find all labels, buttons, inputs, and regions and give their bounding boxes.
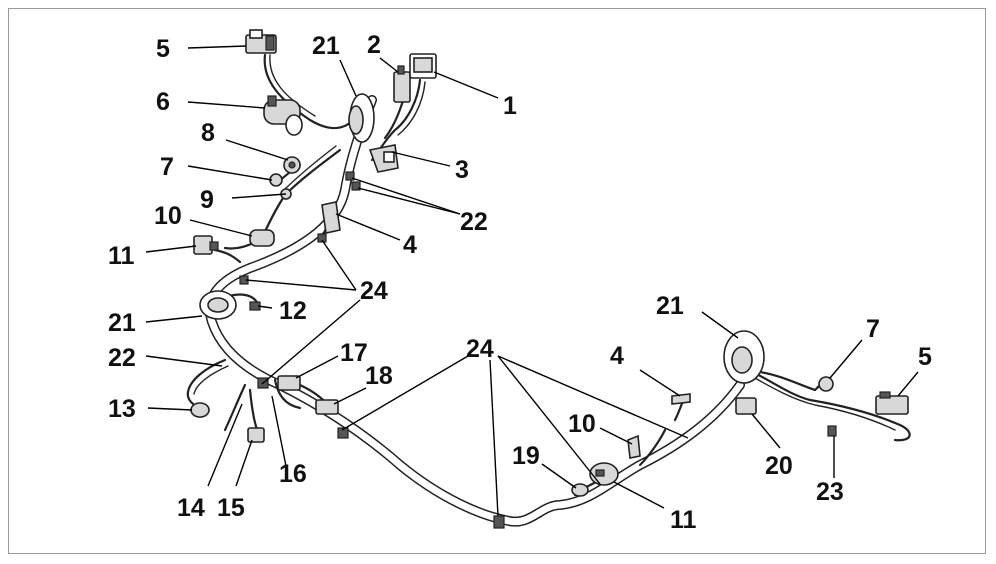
callout-6: 6 (156, 88, 170, 116)
callout-24-lower: 24 (466, 335, 494, 363)
connector-19 (571, 483, 589, 497)
callout-14: 14 (177, 494, 205, 522)
clip-24-set (239, 233, 505, 529)
leader-lines (145, 45, 919, 517)
callout-17: 17 (340, 339, 368, 367)
callout-18: 18 (365, 362, 393, 390)
connector-17 (257, 375, 301, 391)
callout-5-left: 5 (156, 35, 170, 63)
callout-21-top: 21 (312, 32, 340, 60)
callout-labels: 5 21 2 1 6 8 3 7 9 22 10 4 11 24 12 21 2… (108, 31, 932, 534)
callout-11-right: 11 (670, 506, 697, 534)
connector-7-right (818, 376, 834, 392)
callout-8: 8 (201, 119, 215, 147)
callout-9: 9 (200, 186, 214, 214)
callout-1: 1 (503, 92, 517, 120)
connector-5-left (245, 29, 277, 54)
connector-11-left (193, 235, 219, 255)
module-11-right (589, 462, 619, 486)
callout-7-right: 7 (866, 315, 880, 343)
callout-15: 15 (217, 494, 245, 522)
clip-22-upper (345, 171, 361, 191)
callout-2: 2 (367, 31, 381, 59)
bracket-20 (735, 397, 757, 415)
main-harness-cable (204, 95, 745, 527)
callout-10-left: 10 (154, 202, 182, 230)
callout-21-right: 21 (656, 292, 684, 320)
clip-23 (827, 425, 837, 437)
callout-7-left: 7 (160, 153, 174, 181)
callout-4-upper: 4 (403, 231, 417, 259)
callout-20: 20 (765, 452, 793, 480)
actuator-6 (263, 95, 303, 136)
grommet-21-top (348, 93, 375, 143)
callout-19: 19 (512, 442, 540, 470)
callout-24-upper: 24 (360, 277, 388, 305)
connector-10-right (627, 434, 641, 459)
bracket-3 (368, 144, 399, 173)
connector-10-left (249, 229, 275, 247)
connector-8 (283, 156, 301, 174)
callout-21-left: 21 (108, 309, 136, 337)
diagram-frame (8, 8, 986, 554)
callout-22-left: 22 (108, 344, 136, 372)
connector-4-upper (321, 201, 341, 234)
connector-18 (315, 399, 339, 415)
callout-10-right: 10 (568, 410, 596, 438)
callout-4-right: 4 (610, 342, 624, 370)
callout-3: 3 (455, 156, 469, 184)
connector-5-right (875, 391, 909, 415)
grommet-21-right (723, 330, 765, 384)
relay-2 (393, 65, 411, 103)
callout-16: 16 (279, 460, 307, 488)
callout-23: 23 (816, 478, 844, 506)
callout-11-left: 11 (108, 242, 135, 270)
connector-4-right (671, 393, 691, 405)
connector-1 (409, 53, 437, 79)
callout-12: 12 (279, 297, 307, 325)
callout-13: 13 (108, 395, 136, 423)
connector-15 (247, 427, 265, 443)
callout-5-right: 5 (918, 343, 932, 371)
callout-22-top: 22 (460, 208, 488, 236)
sensor-13 (190, 402, 210, 418)
grommet-21-left (199, 290, 237, 320)
